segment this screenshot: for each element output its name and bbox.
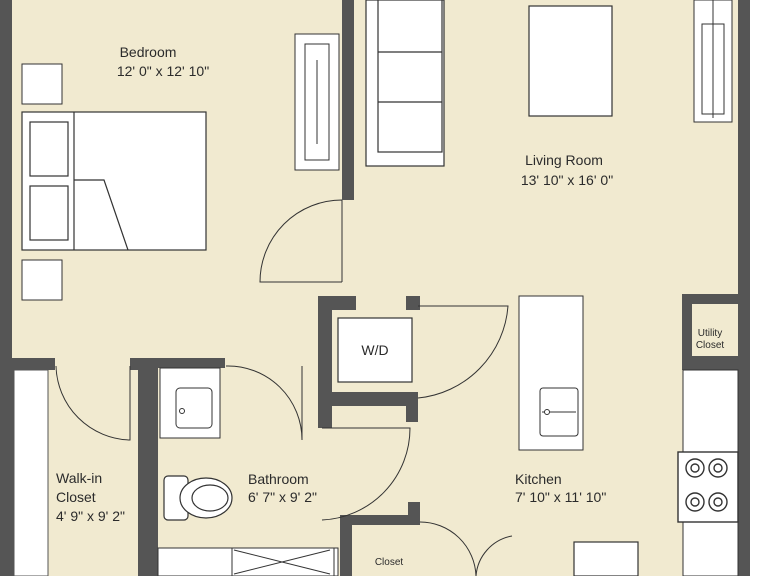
kitchen-label: Kitchen [515,471,562,487]
bathroom-dims: 6' 7" x 9' 2" [248,489,317,505]
nightstand-top [21,63,63,105]
kitchen-sink [539,387,579,437]
bedroom-label: Bedroom [120,44,177,60]
kitchen-dims: 7' 10" x 11' 10" [515,489,606,505]
walk-in-closet-shelf [13,369,49,576]
bedroom-dims: 12' 0" x 12' 10" [117,63,209,79]
media-console [693,0,733,123]
bed [21,111,207,251]
stove-range [677,451,739,523]
washer-dryer-unit [337,317,413,383]
closet-label: Closet [375,557,404,568]
walls [0,0,750,576]
coffee-table [528,5,613,117]
shower [157,547,339,576]
walk-in-closet-label-line2: Closet [56,489,96,505]
bathroom-label: Bathroom [248,471,309,487]
walk-in-closet-label-line1: Walk-in [56,470,102,486]
washer-dryer-label: W/D [361,342,388,358]
utility-closet-label-line1: Utility [698,328,722,339]
bedroom-dresser [294,33,340,171]
sofa [365,0,445,167]
door-swings [55,199,513,576]
living-room-dims: 13' 10" x 16' 0" [521,172,613,188]
walk-in-closet-dims: 4' 9" x 9' 2" [56,508,125,524]
nightstand-bottom [21,259,63,301]
toilet [163,475,233,521]
living-room-label: Living Room [525,152,603,168]
utility-closet-label-line2: Closet [696,340,725,351]
refrigerator [573,541,639,576]
bathroom-sink [159,367,221,439]
